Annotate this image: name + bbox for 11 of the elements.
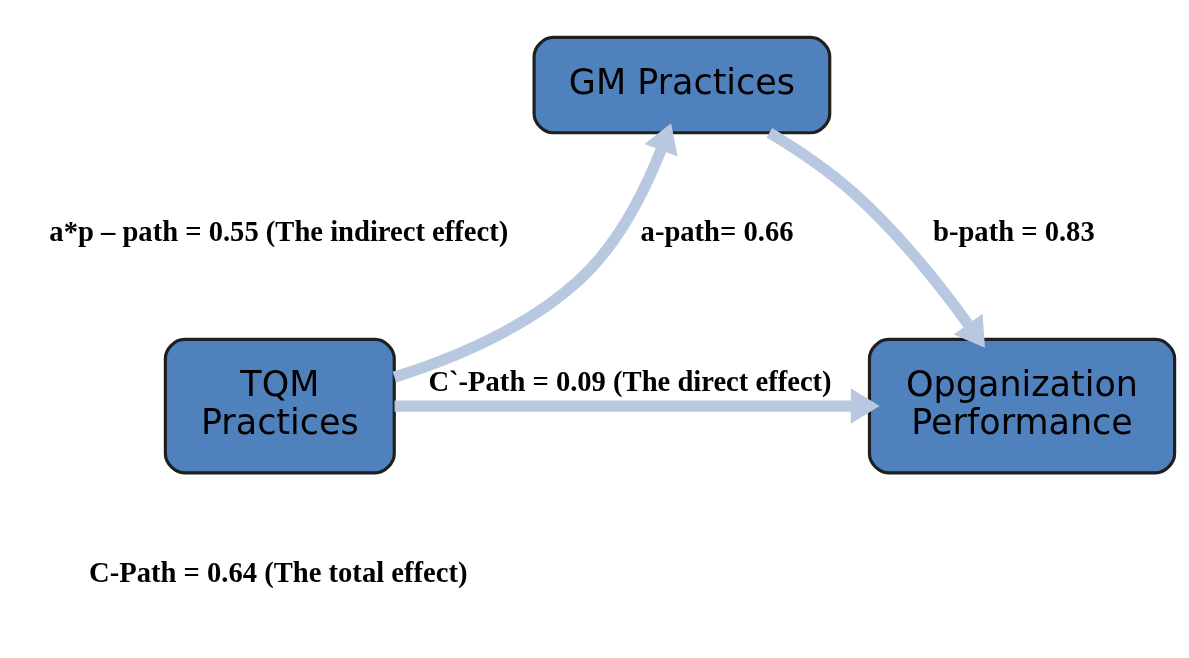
edge-label: b-path = 0.83 bbox=[933, 216, 1095, 248]
node-box: Opganization Performance bbox=[867, 337, 1177, 475]
label: C-Path = 0.64 (The total effect) bbox=[89, 556, 468, 588]
node-box: GM Practices bbox=[532, 35, 832, 135]
edge-label: C`-Path = 0.09 (The direct effect) bbox=[428, 365, 832, 397]
arrow bbox=[392, 123, 678, 383]
edge-label: a-path= 0.66 bbox=[640, 216, 794, 248]
node-box: TQM Practices bbox=[163, 337, 396, 475]
arrow bbox=[394, 388, 880, 424]
label: a*p – path = 0.55 (The indirect effect) bbox=[49, 216, 509, 248]
arrow bbox=[766, 127, 985, 348]
